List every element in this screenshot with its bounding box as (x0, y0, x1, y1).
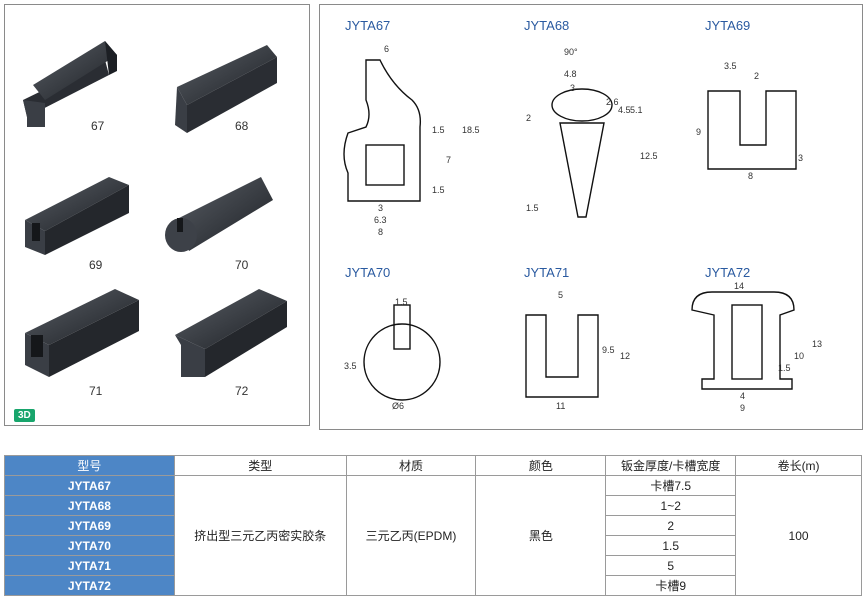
dim-jyta68-0: 90° (564, 47, 578, 57)
cell-thickness: 1~2 (605, 495, 737, 516)
cell-thickness: 1.5 (605, 535, 737, 556)
dim-jyta68-8: 1.5 (526, 203, 539, 213)
cell-model: JYTA72 (4, 575, 175, 596)
dim-jyta72-0: 14 (734, 281, 745, 291)
dim-jyta67-5: 3 (378, 203, 384, 213)
jyta70-slot (393, 304, 411, 350)
cell-model: JYTA68 (4, 495, 175, 516)
dim-jyta69-4: 8 (748, 171, 754, 181)
dim-jyta71-3: 11 (556, 401, 566, 411)
dim-jyta72-5: 9 (740, 403, 746, 413)
render-67-shape (23, 41, 117, 127)
jyta70-circle (363, 323, 441, 401)
jyta69-profile (707, 90, 797, 170)
dim-jyta68-3: 2 (526, 113, 532, 123)
cell-model: JYTA67 (4, 475, 175, 496)
drawing-title-jyta67: JYTA67 (345, 18, 391, 33)
drawing-title-jyta70: JYTA70 (345, 265, 391, 280)
dim-jyta71-1: 9.5 (602, 345, 615, 355)
jyta72-profile (691, 291, 795, 390)
jyta68-body (559, 122, 605, 218)
dim-jyta72-3: 13 (812, 339, 823, 349)
dim-jyta70-0: 1.5 (395, 297, 408, 307)
dim-jyta68-5: 4.5 (618, 105, 631, 115)
dim-jyta68-6: 5.1 (630, 105, 643, 115)
drawing-title-jyta71: JYTA71 (524, 265, 570, 280)
dim-jyta67-2: 18.5 (462, 125, 480, 135)
spec-table: 型号 类型 材质 颜色 钣金厚度/卡槽宽度 卷长(m) JYTA67 挤出型三元… (4, 455, 862, 596)
render-69-shape (25, 177, 129, 255)
render-70-shape (165, 177, 273, 252)
cell-thickness: 卡槽9 (605, 575, 737, 596)
dim-jyta72-2: 10 (794, 351, 805, 361)
drawing-panel: JYTA67 JYTA68 JYTA69 JYTA70 JYTA71 JYTA7… (319, 4, 863, 430)
jyta72-slot (731, 304, 763, 380)
dim-jyta69-2: 9 (696, 127, 702, 137)
dim-jyta71-2: 12 (620, 351, 631, 361)
render-71-shape (25, 289, 139, 377)
cell-type: 挤出型三元乙丙密实胶条 (173, 475, 347, 596)
render-drawings (23, 41, 287, 377)
drawing-title-jyta72: JYTA72 (705, 265, 751, 280)
col-header-color: 颜色 (475, 455, 607, 476)
render-label-68: 68 (235, 119, 249, 133)
dim-jyta67-1: 1.5 (432, 125, 445, 135)
dim-jyta67-7: 8 (378, 227, 384, 237)
table-header-row: 型号 类型 材质 颜色 钣金厚度/卡槽宽度 卷长(m) (4, 455, 862, 476)
cell-length: 100 (735, 475, 862, 596)
render-72-shape (175, 289, 287, 377)
render-label-72: 72 (235, 384, 249, 398)
table-row: JYTA72 卡槽9 (4, 575, 862, 596)
col-header-type: 类型 (173, 455, 347, 476)
dim-jyta67-6: 6.3 (374, 215, 387, 225)
render-68-shape (175, 45, 277, 133)
dim-jyta69-1: 2 (754, 71, 760, 81)
col-header-thickness: 钣金厚度/卡槽宽度 (605, 455, 737, 476)
dim-jyta70-1: 3.5 (344, 361, 357, 371)
cell-model: JYTA71 (4, 555, 175, 576)
jyta71-profile (525, 314, 599, 398)
dim-jyta68-2: 3 (570, 83, 576, 93)
col-header-material: 材质 (345, 455, 477, 476)
dim-jyta71-0: 5 (558, 290, 564, 300)
jyta67-profile (343, 59, 422, 202)
dim-jyta70-2: Ø6 (392, 401, 405, 411)
col-header-length: 卷长(m) (735, 455, 862, 476)
dim-jyta68-7: 12.5 (640, 151, 658, 161)
table-row: JYTA71 5 (4, 555, 862, 576)
dim-jyta69-0: 3.5 (724, 61, 737, 71)
drawing-title-jyta69: JYTA69 (705, 18, 751, 33)
col-header-model: 型号 (4, 455, 175, 476)
cell-model: JYTA69 (4, 515, 175, 536)
render-label-69: 69 (89, 258, 103, 272)
render-label-70: 70 (235, 258, 249, 272)
dim-jyta67-3: 7 (446, 155, 452, 165)
cell-material: 三元乙丙(EPDM) (345, 475, 477, 596)
render-panel: 67 68 69 70 71 72 3D (4, 4, 310, 426)
render-label-71: 71 (89, 384, 103, 398)
dim-jyta67-0: 6 (384, 44, 390, 54)
dim-jyta68-4: 2.6 (606, 97, 619, 107)
dim-jyta69-3: 3 (798, 153, 804, 163)
dim-jyta67-4: 1.5 (432, 185, 445, 195)
dim-jyta68-1: 4.8 (564, 69, 577, 79)
table-row: JYTA67 挤出型三元乙丙密实胶条 三元乙丙(EPDM) 黑色 卡槽7.5 1… (4, 475, 862, 596)
jyta67-slot (365, 144, 405, 186)
jyta68-head (551, 88, 613, 122)
cell-thickness: 5 (605, 555, 737, 576)
cell-thickness: 2 (605, 515, 737, 536)
table-row: JYTA70 1.5 (4, 535, 862, 556)
cell-thickness: 卡槽7.5 (605, 475, 737, 496)
drawing-shapes (343, 59, 797, 401)
dim-jyta72-4: 4 (740, 391, 746, 401)
badge-3d: 3D (14, 409, 35, 422)
dim-jyta72-1: 1.5 (778, 363, 791, 373)
cell-model: JYTA70 (4, 535, 175, 556)
drawing-title-jyta68: JYTA68 (524, 18, 570, 33)
render-label-67: 67 (91, 119, 105, 133)
cell-color: 黑色 (475, 475, 607, 596)
table-row: JYTA68 1~2 (4, 495, 862, 516)
